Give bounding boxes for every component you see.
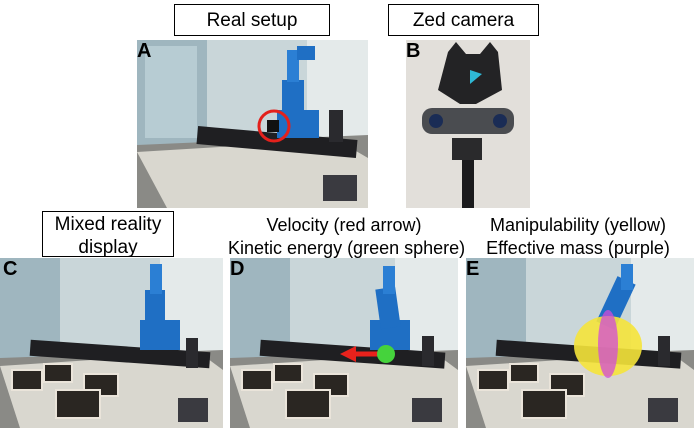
manipulability-caption-line: Manipulability (yellow): [489, 215, 667, 235]
mixed-reality-line2: display: [78, 236, 138, 258]
mixed-reality-title: Mixed reality display: [42, 211, 174, 258]
kinetic-caption-line: Kinetic energy (green sphere): [228, 237, 466, 258]
mass-caption-line: Effective mass (purple): [486, 237, 670, 258]
panel-label-e: E: [466, 258, 480, 280]
real-setup-title: Real setup: [174, 4, 330, 36]
highlight-circle: [257, 109, 291, 143]
manipulability-mass-caption: Manipulability (yellow) Effective mass (…: [462, 214, 694, 259]
panel-label-d: D: [230, 258, 245, 280]
photo-velocity-energy: [230, 258, 458, 428]
mixed-reality-line1: Mixed reality: [54, 214, 162, 235]
zed-camera-title: Zed camera: [388, 4, 539, 36]
panel-label-c: C: [3, 258, 18, 280]
effective-mass-ellipsoid: [598, 310, 618, 378]
photo-mixed-reality: [0, 258, 223, 428]
panel-label-a: A: [137, 40, 152, 62]
velocity-arrow-head: [340, 346, 356, 362]
photo-zed-camera: [406, 40, 530, 208]
kinetic-sphere: [377, 345, 395, 363]
velocity-caption-line: Velocity (red arrow): [266, 215, 422, 235]
panel-label-b: B: [406, 40, 421, 62]
photo-manipulability-mass: [466, 258, 694, 428]
photo-real-setup: [137, 40, 368, 208]
velocity-energy-caption: Velocity (red arrow) Kinetic energy (gre…: [228, 214, 466, 259]
